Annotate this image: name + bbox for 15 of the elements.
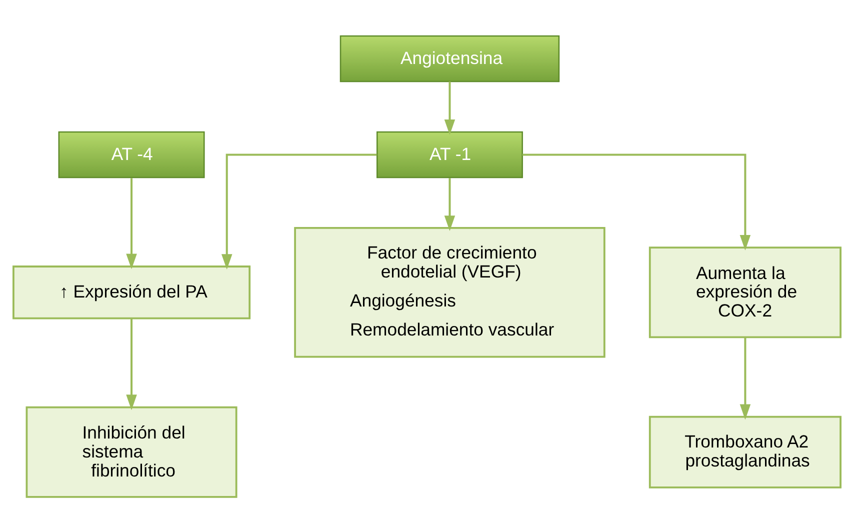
arrow: [740, 336, 751, 420]
arrow: [126, 178, 137, 269]
node-box: AT -1: [376, 130, 523, 178]
node-box: Inhibición del sistema fibrinolítico: [26, 406, 238, 498]
node-box: ↑ Expresión del PA: [12, 265, 251, 319]
node-box: Tromboxano A2 prostaglandinas: [648, 415, 842, 488]
node-box: Angiotensina: [340, 34, 560, 82]
arrow: [126, 318, 137, 410]
arrow: [221, 153, 377, 270]
arrow: [522, 153, 751, 250]
node-box: Aumenta la expresión de COX-2: [648, 246, 842, 338]
arrow: [444, 178, 456, 231]
node-box: Factor de crecimiento endotelial (VEGF) Angiogénesis Remodelamiento vascular: [294, 226, 606, 358]
node-box: AT -4: [58, 130, 205, 178]
arrow: [444, 81, 456, 134]
